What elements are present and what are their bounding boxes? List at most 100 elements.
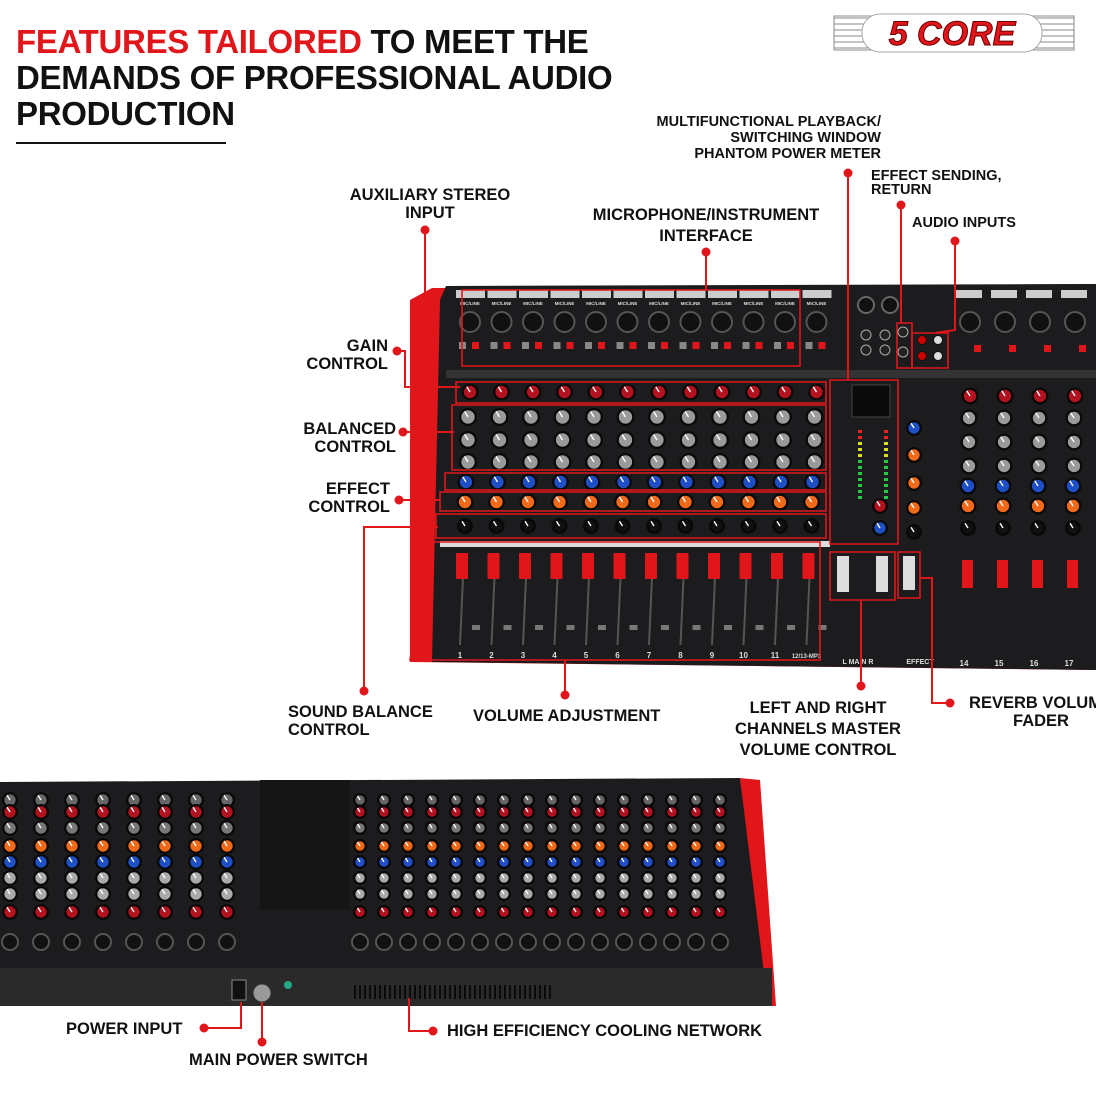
channel-strip — [218, 792, 236, 951]
callout-connector — [408, 998, 438, 1036]
rca-jack — [933, 335, 943, 345]
meter-led — [858, 442, 862, 445]
knob — [425, 855, 439, 869]
phantom-button — [1009, 345, 1016, 352]
pan-knob — [677, 518, 694, 534]
knob — [401, 839, 415, 853]
gain-knob — [682, 383, 699, 401]
channel-number: 9 — [710, 651, 715, 660]
eq-low-knob — [522, 453, 540, 471]
knob — [64, 804, 80, 820]
knob — [689, 793, 703, 807]
callout-dot — [560, 690, 570, 700]
xlr-jack — [687, 933, 705, 951]
aux-knob — [646, 473, 664, 491]
callout-dot — [257, 1037, 267, 1047]
knob — [521, 793, 535, 807]
knob — [617, 871, 631, 885]
knob — [33, 820, 49, 836]
input-label: MIC/LINE — [775, 301, 795, 306]
callout-dot — [420, 225, 430, 235]
knob — [665, 839, 679, 853]
xlr-jack — [471, 933, 489, 951]
knob — [473, 839, 487, 853]
xlr-jack — [1064, 311, 1086, 333]
xlr-jack — [679, 311, 702, 333]
knob — [497, 805, 511, 819]
knob — [641, 871, 655, 885]
knob — [353, 821, 367, 835]
callout-connector — [896, 200, 906, 323]
channel-fader — [708, 553, 720, 579]
knob — [219, 904, 235, 920]
highlight-box — [439, 491, 827, 512]
eq-high-knob — [648, 408, 666, 426]
knob — [641, 905, 655, 919]
xlr-jack — [615, 933, 633, 951]
channel-fader — [645, 553, 657, 579]
channel-strip — [543, 793, 561, 951]
aux-knob — [552, 473, 569, 491]
headline-highlight: FEATURES TAILORED — [16, 23, 362, 60]
aux-knob — [741, 473, 758, 491]
callout-dot — [394, 495, 404, 505]
knob — [473, 855, 487, 869]
xlr-jack — [351, 933, 369, 951]
cooling-vent — [539, 985, 541, 999]
callout-connector — [934, 236, 960, 334]
knob — [569, 887, 583, 901]
effect-master-knob — [906, 420, 922, 436]
xlr-jack — [63, 933, 81, 951]
phantom-button — [1044, 345, 1051, 352]
meter-led — [858, 490, 862, 493]
cooling-vent — [394, 985, 396, 999]
svg-text:5 CORE: 5 CORE — [889, 15, 1017, 53]
highlight-box — [461, 289, 801, 367]
cooling-vent — [369, 985, 371, 999]
knob — [33, 838, 49, 854]
aux-knob — [489, 473, 506, 491]
knob — [95, 886, 111, 902]
ground-screw — [284, 981, 292, 989]
knob — [157, 838, 173, 854]
callout-audio-inputs: AUDIO INPUTS — [912, 215, 1016, 231]
phantom-button — [629, 342, 637, 349]
knob — [665, 793, 679, 807]
knob — [377, 793, 391, 807]
knob — [497, 793, 511, 807]
knob — [401, 871, 415, 885]
effect-knob — [708, 493, 726, 511]
knob — [2, 854, 18, 870]
callout-connector — [920, 577, 955, 708]
knob — [473, 821, 487, 835]
xlr-jack — [447, 933, 465, 951]
aux-knob — [994, 477, 1012, 495]
eq-mid-knob — [774, 431, 792, 449]
channel-fader — [519, 553, 531, 579]
gain-knob — [493, 383, 510, 401]
phantom-button — [724, 342, 731, 349]
knob — [425, 839, 439, 853]
input-label: MIC/LINE — [586, 301, 606, 306]
knob — [689, 887, 703, 901]
callout-volume-adjustment: VOLUME ADJUSTMENT — [473, 707, 661, 725]
meter-led — [884, 454, 888, 457]
pad-button — [553, 342, 561, 349]
pan-knob — [740, 518, 757, 534]
gain-knob — [461, 383, 479, 401]
knob — [545, 905, 559, 919]
knob — [401, 905, 415, 919]
effect-knob — [645, 493, 663, 511]
cooling-vent — [359, 985, 361, 999]
knob — [2, 838, 18, 854]
input-label: MIC/LINE — [618, 301, 638, 306]
gain-knob — [996, 387, 1014, 405]
cooling-vent — [549, 985, 551, 999]
knob — [157, 870, 173, 886]
cooling-vent — [514, 985, 516, 999]
xlr-jack — [616, 311, 639, 333]
callout-connector — [359, 526, 438, 696]
channel-strip — [687, 793, 705, 951]
